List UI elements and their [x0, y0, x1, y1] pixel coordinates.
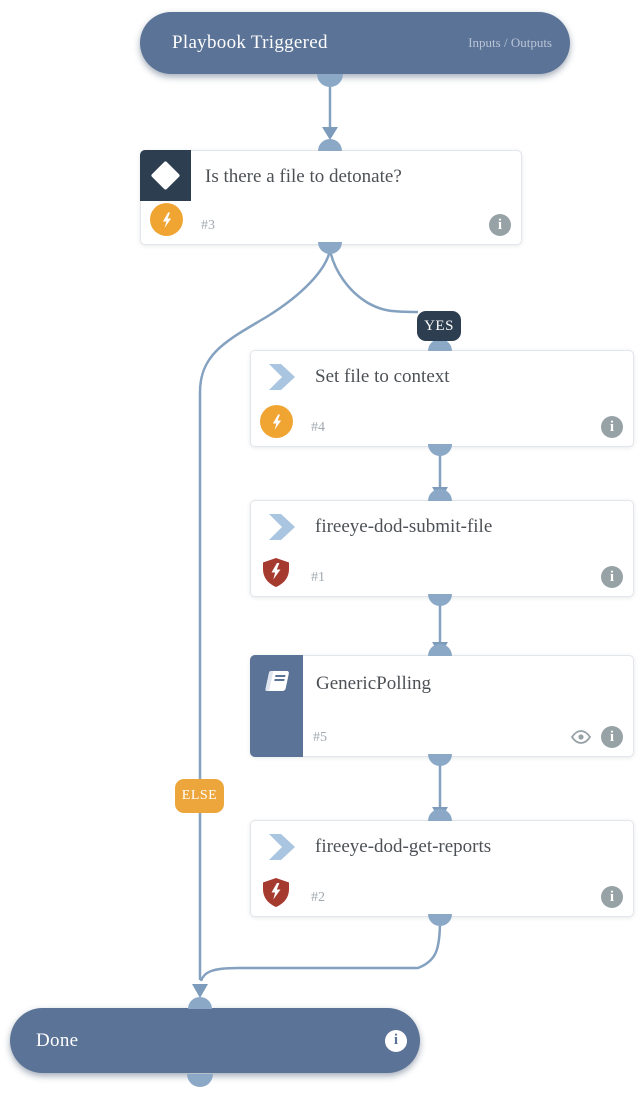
- inputs-outputs-link[interactable]: Inputs / Outputs: [468, 35, 552, 50]
- arrowhead: [432, 807, 448, 820]
- start-node-title: Playbook Triggered: [172, 32, 328, 53]
- playbook-sidebar: [250, 655, 303, 757]
- port-out-done: [187, 1074, 213, 1087]
- chevron-icon: [269, 834, 295, 860]
- condition-title: Is there a file to detonate?: [205, 166, 402, 187]
- task-title: GenericPolling: [316, 673, 432, 694]
- info-icon[interactable]: i: [385, 1029, 407, 1052]
- edge-reports-to-done: [199, 919, 442, 982]
- end-node-title: Done: [36, 1029, 79, 1051]
- eye-icon[interactable]: [570, 727, 592, 747]
- task-id: #2: [311, 890, 325, 905]
- arrowhead: [432, 487, 448, 500]
- condition-icon-box: [140, 150, 191, 201]
- task-node-generic-polling[interactable]: GenericPolling #5 i: [250, 655, 634, 757]
- diamond-icon: [150, 160, 181, 191]
- condition-node[interactable]: Is there a file to detonate? #3 i: [140, 150, 522, 245]
- task-id: #3: [201, 218, 215, 233]
- lightning-icon: [150, 203, 183, 236]
- task-id: #1: [311, 570, 325, 585]
- task-id: #4: [311, 420, 325, 435]
- end-node-done[interactable]: Done i: [10, 1008, 420, 1073]
- info-icon[interactable]: i: [601, 416, 623, 438]
- alert-shield-icon: [262, 557, 290, 588]
- book-icon: [262, 668, 292, 696]
- task-node-fireeye-dod-get-reports[interactable]: fireeye-dod-get-reports #2 i: [250, 820, 634, 917]
- arrowhead: [192, 984, 208, 998]
- arrowhead: [322, 127, 338, 140]
- start-node-playbook-triggered[interactable]: Playbook Triggered Inputs / Outputs: [140, 12, 570, 74]
- yes-branch-label: YES: [417, 311, 461, 341]
- task-title: fireeye-dod-get-reports: [315, 836, 492, 857]
- chevron-icon: [269, 364, 295, 390]
- task-node-fireeye-dod-submit-file[interactable]: fireeye-dod-submit-file #1 i: [250, 500, 634, 597]
- task-title: Set file to context: [315, 366, 450, 387]
- alert-shield-icon: [262, 877, 290, 908]
- task-id: #5: [313, 730, 327, 745]
- else-branch-label: ELSE: [175, 779, 224, 813]
- task-node-set-file-to-context[interactable]: Set file to context #4 i: [250, 350, 634, 447]
- arrowhead: [432, 642, 448, 655]
- info-icon[interactable]: i: [489, 214, 511, 236]
- info-icon[interactable]: i: [601, 886, 623, 908]
- task-title: fireeye-dod-submit-file: [315, 516, 493, 537]
- info-icon[interactable]: i: [601, 726, 623, 748]
- edge-condition-to-yes: [328, 249, 419, 314]
- info-icon[interactable]: i: [601, 566, 623, 588]
- lightning-icon: [260, 405, 293, 438]
- chevron-icon: [269, 514, 295, 540]
- port-out-start: [317, 74, 343, 87]
